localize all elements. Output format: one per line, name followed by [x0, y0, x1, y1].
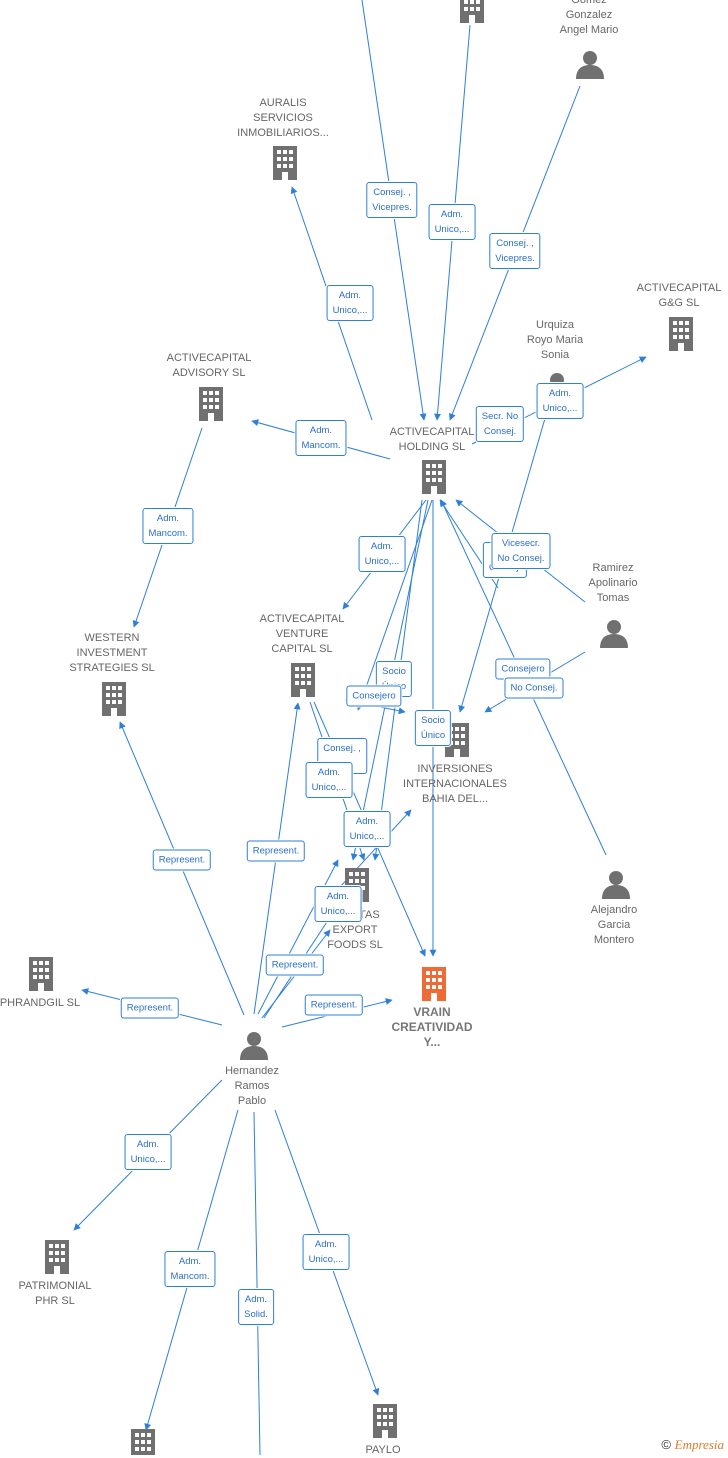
nodes-layer	[29, 0, 693, 1455]
edge-label-26[interactable]: Adm. Mancom.	[164, 1251, 216, 1287]
edge-label-3[interactable]: Adm. Unico,...	[326, 285, 374, 321]
edge-label-0[interactable]: Consej. , Vicepres.	[366, 182, 418, 218]
edge-label-7[interactable]: Adm. Mancom.	[295, 420, 347, 456]
building-icon[interactable]	[291, 663, 315, 697]
node-label-ramirez[interactable]: Ramirez Apolinario Tomas	[588, 562, 638, 604]
edge-label-28[interactable]: Adm. Unico,...	[302, 1234, 350, 1270]
node-label-activecapital-venture[interactable]: ACTIVECAPITAL VENTURE CAPITAL SL	[259, 613, 345, 655]
edge-line-24	[257, 859, 339, 1015]
building-icon[interactable]	[131, 1429, 155, 1455]
focus-building-icon[interactable]	[422, 967, 446, 1001]
building-icon[interactable]	[45, 1240, 69, 1274]
edge-label-2[interactable]: Consej. , Vicepres.	[489, 233, 541, 269]
building-icon[interactable]	[29, 957, 53, 991]
node-label-urquiza[interactable]: Urquiza Royo Maria Sonia	[526, 319, 584, 361]
edge-label-6[interactable]: Adm. Mancom.	[142, 508, 194, 544]
footer-brand: © Empresia	[661, 1437, 724, 1453]
node-label-alejandro[interactable]: Alejandro Garcia Montero	[590, 904, 638, 946]
edge-label-14[interactable]: Consejero	[346, 685, 402, 707]
node-label-gomez[interactable]: Gomez Gonzalez Angel Mario	[559, 0, 619, 36]
person-icon[interactable]	[600, 620, 628, 648]
edge-label-4[interactable]: Adm. Unico,...	[536, 383, 584, 419]
edge-label-12[interactable]: Consejero	[495, 658, 551, 680]
node-label-inversiones[interactable]: INVERSIONES INTERNACIONALES BAHIA DEL...	[403, 763, 507, 805]
building-icon[interactable]	[273, 146, 297, 180]
edge-label-17[interactable]: Adm. Unico,...	[305, 762, 353, 798]
edge-label-27[interactable]: Adm. Solid.	[238, 1289, 274, 1325]
edge-line-30	[253, 1111, 261, 1455]
node-label-phrandgil[interactable]: PHRANDGIL SL	[0, 997, 81, 1009]
edge-line-18	[356, 499, 433, 711]
edge-label-24[interactable]: Represent.	[304, 994, 364, 1016]
edge-label-23[interactable]: Adm. Unico,...	[314, 886, 362, 922]
node-label-activecapital-holding[interactable]: ACTIVECAPITAL HOLDING SL	[389, 426, 475, 453]
node-label-activecapital-advisory[interactable]: ACTIVECAPITAL ADVISORY SL	[166, 352, 252, 379]
building-icon[interactable]	[373, 1404, 397, 1438]
edge-label-8[interactable]: Adm. Unico,...	[358, 536, 406, 572]
edge-line-17	[327, 809, 412, 901]
building-icon[interactable]	[460, 0, 484, 23]
building-icon[interactable]	[669, 317, 693, 351]
edge-label-20[interactable]: Represent.	[246, 840, 306, 862]
building-icon[interactable]	[199, 387, 223, 421]
edge-label-18[interactable]: Adm. Unico,...	[343, 811, 391, 847]
person-icon[interactable]	[576, 51, 604, 79]
node-label-patrimonial[interactable]: PATRIMONIAL PHR SL	[18, 1280, 92, 1307]
edge-label-13[interactable]: Socio Único	[414, 710, 452, 746]
brand-logo: Empresia	[674, 1437, 724, 1452]
node-label-western[interactable]: WESTERN INVESTMENT STRATEGIES SL	[69, 632, 155, 674]
edge-label-22[interactable]: Represent.	[120, 997, 180, 1019]
edge-label-5[interactable]: Secr. No Consej.	[475, 406, 525, 442]
edge-label-19[interactable]: Represent.	[152, 849, 212, 871]
building-icon[interactable]	[422, 460, 446, 494]
edge-label-1[interactable]: Adm. Unico,...	[428, 204, 476, 240]
node-label-activecapital-gg[interactable]: ACTIVECAPITAL G&G SL	[636, 282, 722, 309]
person-icon[interactable]	[602, 871, 630, 899]
person-icon[interactable]	[240, 1032, 268, 1060]
edge-label-25[interactable]: Adm. Unico,...	[124, 1134, 172, 1170]
node-label-vrain[interactable]: VRAIN CREATIVIDAD Y...	[391, 1005, 473, 1049]
edge-label-21[interactable]: Represent.	[265, 954, 325, 976]
node-label-auralis[interactable]: AURALIS SERVICIOS INMOBILIARIOS...	[237, 97, 329, 139]
node-label-paylo[interactable]: PAYLO	[365, 1444, 401, 1456]
building-icon[interactable]	[102, 682, 126, 716]
node-label-hernandez[interactable]: Hernandez Ramos Pablo	[225, 1065, 279, 1107]
copyright-symbol: ©	[661, 1437, 672, 1452]
edge-label-10[interactable]: Vicesecr. No Consej.	[491, 533, 551, 569]
edges-layer	[73, 0, 647, 1455]
edge-label-15[interactable]: No Consej.	[504, 677, 564, 699]
